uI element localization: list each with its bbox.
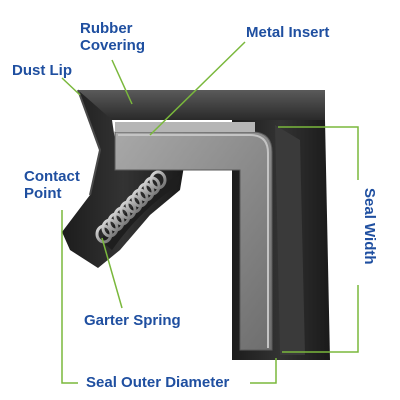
- label-garter-spring: Garter Spring: [84, 312, 181, 329]
- label-metal-insert: Metal Insert: [246, 24, 330, 41]
- leader-metal-insert: [149, 41, 246, 136]
- label-contact-point-line1: Contact: [24, 168, 80, 185]
- rubber-top-surface: [78, 90, 325, 120]
- spring-groove: [100, 175, 180, 250]
- label-seal-width: Seal Width: [361, 188, 378, 265]
- leader-rubber-covering: [111, 59, 133, 105]
- leader-seal-width: [278, 126, 359, 180]
- garter-spring: [95, 170, 167, 244]
- label-contact-point: Contact Point: [24, 168, 80, 202]
- label-seal-outer-diameter: Seal Outer Diameter: [86, 374, 230, 391]
- leader-seal-width-bottom: [282, 285, 359, 353]
- rubber-lip-body: [62, 90, 185, 268]
- leader-contact-point: [61, 210, 78, 384]
- label-rubber-covering-line2: Covering: [80, 37, 146, 54]
- label-dust-lip: Dust Lip: [12, 62, 72, 79]
- leader-outer-diameter-right: [250, 358, 277, 384]
- metal-insert-shape: [114, 131, 273, 351]
- leader-garter-spring: [101, 237, 123, 309]
- leader-dust-lip: [61, 77, 81, 96]
- leader-lines: [61, 41, 359, 384]
- dust-lip-edge: [77, 89, 102, 196]
- label-rubber-covering: Rubber Covering: [80, 20, 145, 54]
- label-contact-point-line2: Point: [24, 185, 62, 202]
- metal-insert-edge-highlight: [118, 134, 269, 348]
- label-rubber-covering-line1: Rubber: [80, 20, 133, 37]
- metal-insert-top-face: [115, 122, 255, 132]
- rubber-outer-covering: [275, 125, 305, 355]
